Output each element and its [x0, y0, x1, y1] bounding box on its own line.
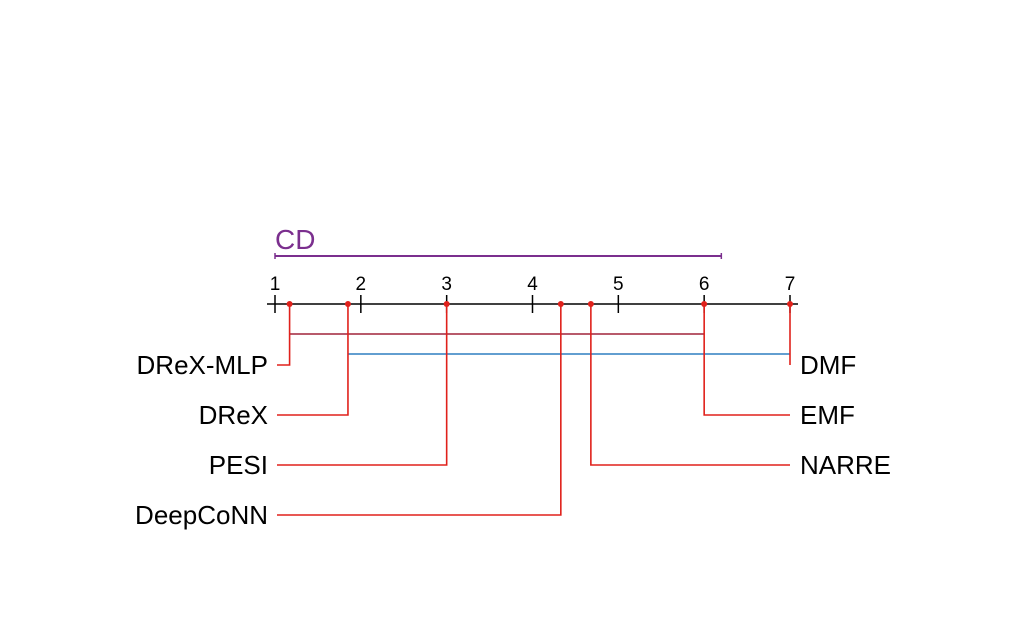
rank-marker-drex: [344, 301, 351, 307]
method-label-emf: EMF: [800, 400, 855, 430]
rank-marker-emf: [701, 301, 708, 307]
tick-label-2: 2: [356, 274, 367, 295]
group-bars: [289, 333, 790, 355]
rank-marker-narre: [587, 301, 594, 307]
method-label-drex-mlp: DReX-MLP: [137, 350, 268, 380]
method-labels: DReX-MLP DReX PESI DeepCoNN DMF EMF NARRE: [135, 350, 891, 530]
tick-label-6: 6: [699, 274, 710, 295]
cd-bar-group: CD: [274, 224, 723, 259]
method-label-dmf: DMF: [800, 350, 856, 380]
connector-drex: [277, 304, 349, 416]
method-label-drex: DReX: [199, 400, 268, 430]
rank-axis: 1 2 3 4 5 6 7: [267, 274, 798, 313]
tick-label-3: 3: [441, 274, 452, 295]
rank-marker-deepconn: [557, 301, 564, 307]
rank-marker-drex-mlp: [286, 301, 293, 307]
tick-label-7: 7: [785, 274, 796, 295]
connector-deepconn: [277, 304, 562, 516]
tick-label-1: 1: [270, 274, 281, 295]
connector-drex-mlp: [277, 304, 291, 366]
method-label-deepconn: DeepCoNN: [135, 500, 268, 530]
rank-markers: [286, 301, 793, 307]
method-connectors: [277, 304, 791, 516]
rank-marker-pesi: [443, 301, 450, 307]
connector-narre: [590, 304, 790, 466]
cd-label: CD: [275, 224, 315, 255]
method-label-pesi: PESI: [209, 450, 268, 480]
connector-emf: [703, 304, 790, 416]
rank-marker-dmf: [787, 301, 793, 307]
tick-label-5: 5: [613, 274, 624, 295]
method-label-narre: NARRE: [800, 450, 891, 480]
tick-label-4: 4: [527, 274, 538, 295]
connector-pesi: [277, 304, 448, 466]
